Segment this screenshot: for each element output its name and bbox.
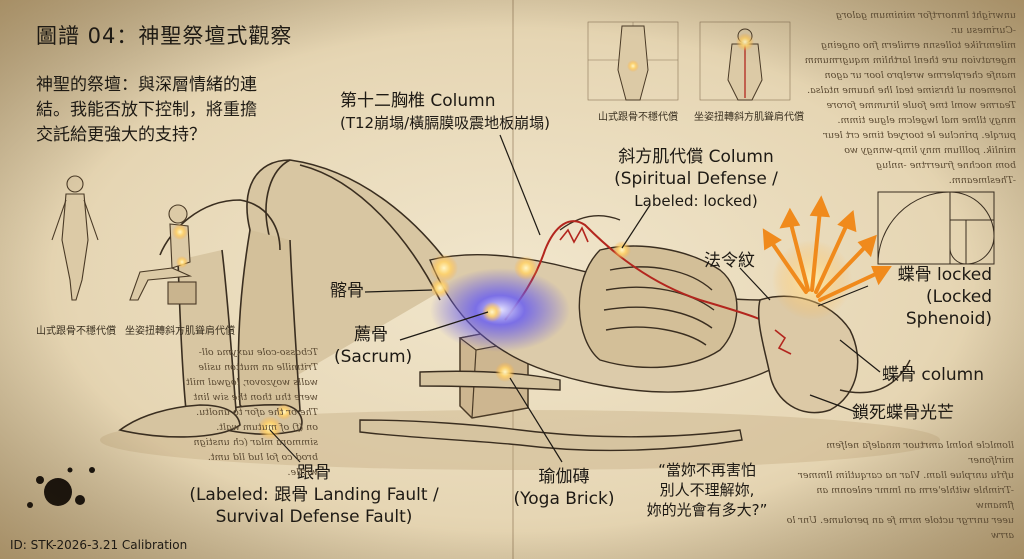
label-sphenoid-glow: 鎖死蝶骨光芒 [852,403,954,423]
caption-top-seated: 坐姿扭轉斜方肌聳肩代償 [694,112,804,123]
label-trapezius: 斜方肌代償 Column (Spiritual Defense / Labele… [596,146,796,212]
label-sacrum: 薦骨 (Sacrum) [334,324,413,368]
label-trapezius-line2: (Spiritual Defense / [614,169,778,189]
label-sphenoid-column: 蝶骨 column [882,365,984,385]
label-sphenoid-locked: 蝶骨 locked (Locked Sphenoid) [888,264,992,330]
label-trapezius-line1: 斜方肌代償 Column [618,147,774,167]
caption-top-standing: 山式跟骨不穩代償 [598,112,678,123]
label-ilium: 髂骨 [330,281,364,301]
label-sphenoid-locked-line1: 蝶骨 locked [897,265,992,285]
intro-text: 神聖的祭壇：與深層情緒的連 結。我能否放下控制，將重擔 交託給更強大的支持？ [36,75,257,145]
quote-line2: 別人不理解妳, [659,481,755,499]
label-yoga-brick-line1: 瑜伽磚 [538,467,590,487]
note-left-middle: Tcbosso-cole uaxyma oll- Tritmille an mu… [186,347,318,478]
label-trapezius-line3: Labeled: locked) [634,192,758,210]
label-nasolabial: 法令紋 [704,251,755,271]
note-bottom-right: llomlcle holml amrtuor mnalefa nelfem mi… [786,440,1014,546]
label-yoga-brick: 瑜伽磚 (Yoga Brick) [506,466,622,510]
note-top-right: unwright lmnorrtfor minimum galorg -Curi… [804,10,1016,186]
label-t12-line1: 第十二胸椎 Column [340,91,496,111]
label-yoga-brick-line2: (Yoga Brick) [513,489,615,509]
label-sacrum-line1: 薦骨 [354,325,388,345]
label-sphenoid-locked-line3: Sphenoid) [905,309,992,329]
label-heel-line2: (Labeled: 跟骨 Landing Fault / [189,485,439,505]
footer-id: ID: STK-2026-3.21 Calibration [10,538,188,552]
quote-text: “當妳不再害怕 別人不理解妳, 妳的光會有多大?” [632,460,782,520]
label-heel-line1: 跟骨 [297,463,331,483]
label-sacrum-line2: (Sacrum) [334,347,413,367]
label-t12: 第十二胸椎 Column (T12崩塌/橫膈膜吸震地板崩塌) [340,90,550,134]
quote-line1: “當妳不再害怕 [658,461,756,479]
label-heel: 跟骨 (Labeled: 跟骨 Landing Fault / Survival… [176,462,452,528]
quote-line3: 妳的光會有多大?” [646,501,768,519]
caption-left-standing: 山式跟骨不穩代償 [36,326,116,337]
label-heel-line3: Survival Defense Fault) [215,507,413,527]
page-title: 圖譜 04：神聖祭壇式觀察 [36,24,293,48]
caption-left-seated: 坐姿扭轉斜方肌聳肩代償 [125,326,235,337]
label-sphenoid-locked-line2: (Locked [925,287,992,307]
label-t12-line2: (T12崩塌/橫膈膜吸震地板崩塌) [340,114,551,132]
